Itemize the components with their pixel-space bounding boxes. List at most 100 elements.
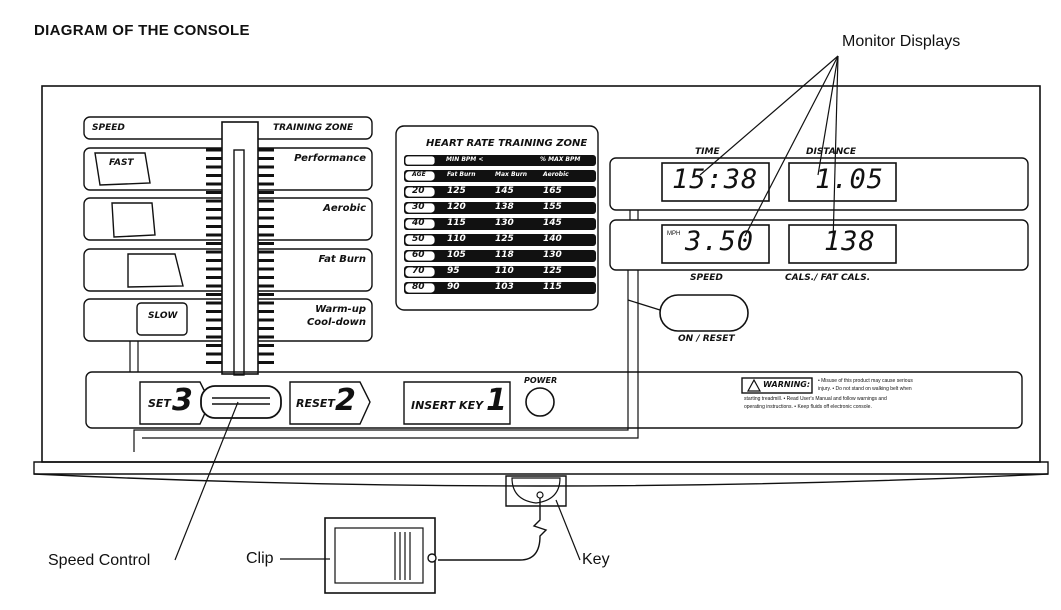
hr-cell: 138 xyxy=(495,202,514,212)
time-display xyxy=(661,162,770,202)
speed-control-knob[interactable] xyxy=(200,385,282,419)
speed-slider-groove xyxy=(233,149,245,376)
on-reset-label: ON / RESET xyxy=(678,334,735,344)
slow-label: SLOW xyxy=(148,311,178,321)
hr-age-pill xyxy=(404,250,436,262)
set-label: SET xyxy=(148,397,171,410)
hr-column-header-row xyxy=(404,170,596,182)
hr-cell: 130 xyxy=(495,218,514,228)
time-label: TIME xyxy=(695,147,720,157)
speed-header: SPEED xyxy=(92,123,125,133)
hr-column-header: Fat Burn xyxy=(447,171,476,178)
time-value: 15:38 xyxy=(672,164,759,195)
power-label: POWER xyxy=(524,376,558,385)
insert-key-number: 1 xyxy=(486,383,507,418)
speed-ticks xyxy=(206,148,274,364)
speed-label: SPEED xyxy=(690,273,723,283)
speed-unit: MPH xyxy=(667,231,681,237)
console-lip xyxy=(33,473,1049,487)
hr-cell: 60 xyxy=(412,250,425,260)
hr-age-pill xyxy=(404,202,436,214)
hr-cell: 50 xyxy=(412,234,425,244)
hr-cell: 105 xyxy=(447,250,466,260)
warning-text-4: operating instructions. • Keep fluids of… xyxy=(744,404,872,410)
hr-row xyxy=(404,186,596,198)
reset-label: RESET xyxy=(296,397,335,410)
fast-label: FAST xyxy=(109,158,134,168)
training-zone-header: TRAINING ZONE xyxy=(273,123,354,133)
hr-cell: 125 xyxy=(495,234,514,244)
on-reset-button[interactable] xyxy=(659,294,749,332)
speed-value: 3.50 xyxy=(685,226,755,257)
hr-cell: 118 xyxy=(495,250,514,260)
hr-column-header: AGE xyxy=(412,171,426,178)
hr-row xyxy=(404,266,596,278)
hr-cell: 70 xyxy=(412,266,425,276)
cals-label: CALS./ FAT CALS. xyxy=(785,273,871,283)
key-hole xyxy=(536,491,544,499)
warning-label: WARNING: xyxy=(763,380,811,389)
hr-cell: 110 xyxy=(495,266,514,276)
hr-cell: 110 xyxy=(447,234,466,244)
hr-cell: 145 xyxy=(543,218,562,228)
warning-text-1: • Misuse of this product may cause serio… xyxy=(818,378,913,384)
hr-cell: 165 xyxy=(543,186,562,196)
warning-text-2: injury. • Do not stand on walking belt w… xyxy=(818,386,912,392)
hr-header-left: MIN BPM < xyxy=(446,156,484,163)
power-button[interactable] xyxy=(525,387,555,417)
hr-cell: 95 xyxy=(447,266,460,276)
leader-speed xyxy=(744,55,839,237)
tile-2 xyxy=(111,202,156,238)
key-callout: Key xyxy=(582,551,610,568)
hr-header-bar xyxy=(404,155,596,166)
hr-age-pill xyxy=(404,170,436,182)
hr-row xyxy=(404,234,596,246)
hr-cell: 103 xyxy=(495,282,514,292)
hr-cell: 125 xyxy=(543,266,562,276)
hr-cell: 140 xyxy=(543,234,562,244)
key-slot xyxy=(505,475,567,507)
distance-display xyxy=(788,162,897,202)
distance-label: DISTANCE xyxy=(806,147,856,157)
console-ledge xyxy=(33,461,1049,475)
hr-header-right: % MAX BPM xyxy=(540,156,581,163)
hr-cell: 30 xyxy=(412,202,425,212)
hr-row xyxy=(404,250,596,262)
hr-cell: 115 xyxy=(543,282,562,292)
hr-cell: 20 xyxy=(412,186,425,196)
hr-age-pill xyxy=(404,234,436,246)
hr-age-pill xyxy=(404,186,436,198)
bottom-bar xyxy=(85,371,1023,429)
leader-key xyxy=(555,499,581,561)
leader-distance xyxy=(817,55,839,176)
zone-warm-up: Warm-up xyxy=(315,304,366,315)
hr-age-pill xyxy=(404,282,436,294)
monitor-top-panel xyxy=(609,157,1029,211)
key-cord xyxy=(438,498,548,561)
set-number: 3 xyxy=(172,383,193,418)
hr-table-title: HEART RATE TRAINING ZONE xyxy=(426,138,588,149)
hr-cell: 130 xyxy=(543,250,562,260)
monitor-displays-callout: Monitor Displays xyxy=(842,33,961,50)
monitor-bottom-panel xyxy=(609,219,1029,271)
hr-age-pill xyxy=(404,218,436,230)
insert-key-label: INSERT KEY xyxy=(411,399,484,412)
hr-rows xyxy=(404,170,596,294)
tile-3 xyxy=(127,253,184,288)
hr-table-box xyxy=(395,125,599,311)
reset-button[interactable] xyxy=(289,381,371,425)
hr-age-pill xyxy=(404,266,436,278)
zone-cool-down: Cool-down xyxy=(306,317,366,328)
hr-row xyxy=(404,202,596,214)
hr-cell: 115 xyxy=(447,218,466,228)
diagram-title: DIAGRAM OF THE CONSOLE xyxy=(34,22,250,39)
hr-row xyxy=(404,282,596,294)
warning-icon xyxy=(746,378,762,392)
leader-speed-control xyxy=(174,401,239,561)
hr-column-header: Aerobic xyxy=(543,171,569,178)
hr-cell: 40 xyxy=(412,218,425,228)
distance-value: 1.05 xyxy=(815,164,885,195)
zone-performance: Performance xyxy=(294,153,366,164)
zone-aerobic: Aerobic xyxy=(323,203,366,214)
